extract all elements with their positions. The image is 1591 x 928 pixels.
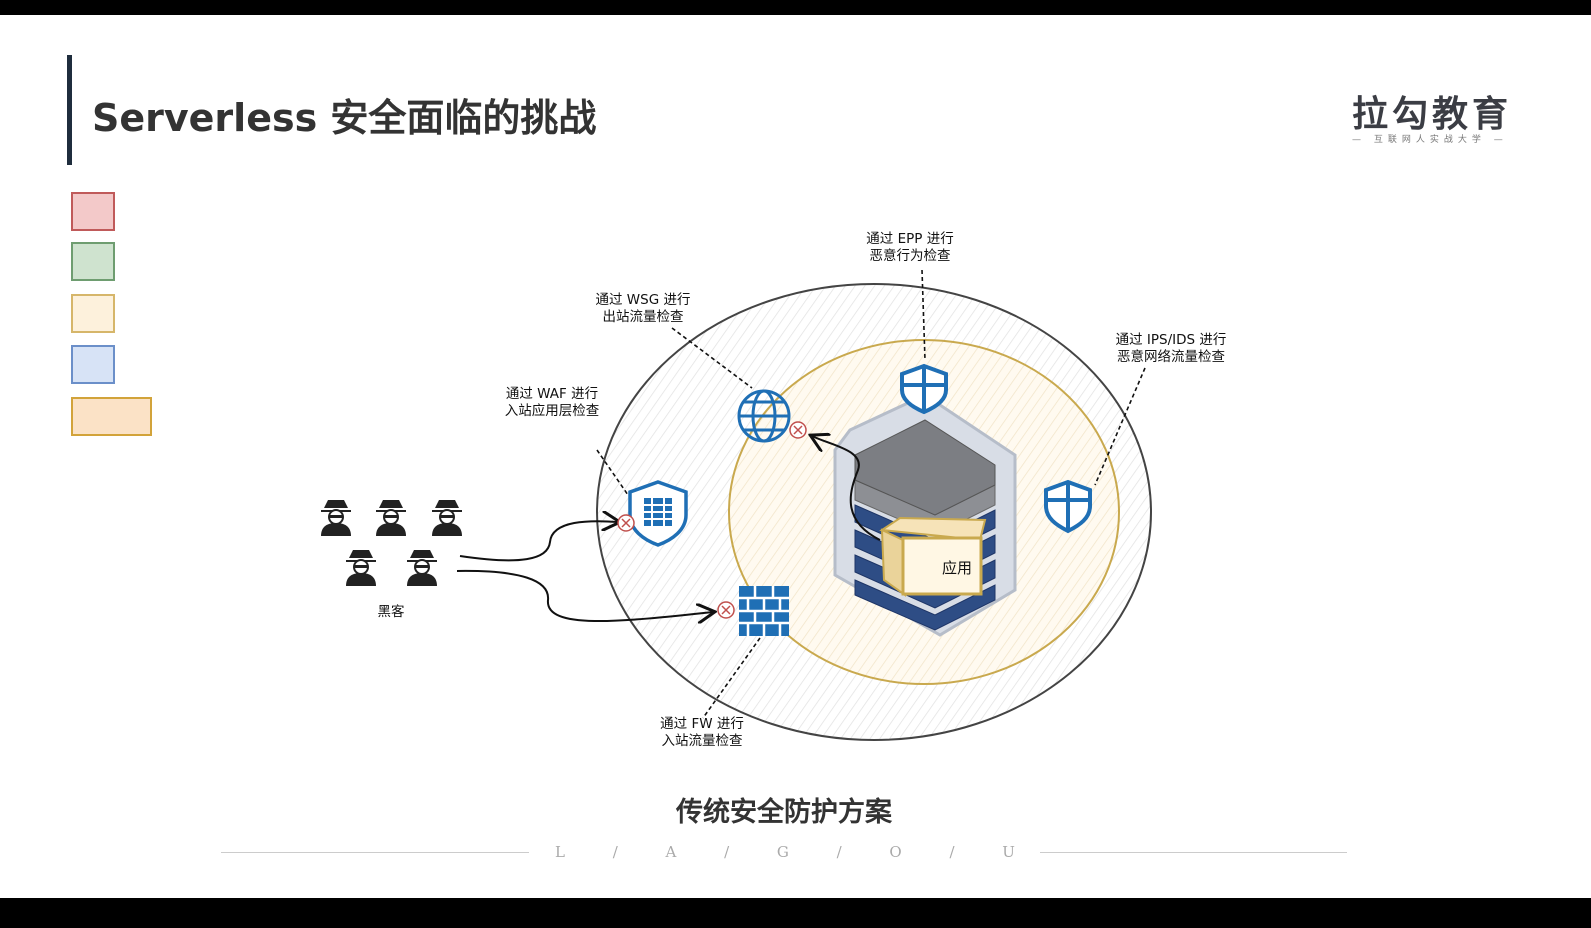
globe-icon: [737, 389, 791, 443]
legend-swatch-orange: [71, 397, 152, 436]
footer-letter: G: [776, 843, 789, 861]
app-label: 应用: [942, 559, 973, 577]
ips-label: 通过 IPS/IDS 进行恶意网络流量检查: [1115, 332, 1227, 365]
title-accent-bar: [67, 55, 72, 165]
page-title: Serverless 安全面临的挑战: [92, 96, 597, 140]
footer-letter: /: [836, 843, 842, 861]
app-box-icon: [879, 516, 987, 597]
hacker-icons: [321, 500, 462, 586]
footer-letter: /: [949, 843, 955, 861]
legend-swatch-red: [71, 192, 115, 231]
hacker-label: 黑客: [377, 604, 405, 620]
attack-arrow-fw: [456, 569, 713, 621]
ips-shield-icon: [1044, 479, 1092, 534]
epp-label: 通过 EPP 进行恶意行为检查: [866, 231, 954, 264]
firewall-brick-icon: [739, 586, 789, 636]
footer-letter: /: [724, 843, 730, 861]
waf-shield-icon: [628, 480, 688, 547]
footer-divider-right: [1040, 852, 1347, 853]
footer-letter: O: [889, 843, 902, 861]
fw-label: 通过 FW 进行入站流量检查: [660, 716, 744, 749]
footer: L / A / G / O / U: [0, 843, 1591, 863]
footer-letter: U: [1002, 843, 1015, 861]
blocked-x-icon: [617, 421, 807, 619]
footer-letter: /: [612, 843, 618, 861]
legend-swatch-green: [71, 242, 115, 281]
footer-letter: A: [665, 843, 677, 861]
waf-label: 通过 WAF 进行入站应用层检查: [504, 386, 600, 419]
label-leaders: [596, 269, 1146, 719]
footer-letter: L: [555, 843, 565, 861]
epp-shield-icon: [900, 363, 948, 415]
logo: 拉勾教育: [1352, 94, 1513, 135]
legend-swatch-yellow: [71, 294, 115, 333]
outbound-arrow: [812, 436, 881, 541]
attack-arrow-waf: [459, 521, 618, 562]
footer-brand-letters: L / A / G / O / U: [555, 843, 1015, 861]
wsg-label: 通过 WSG 进行出站流量检查: [595, 292, 691, 325]
slide: Serverless 安全面临的挑战 拉勾教育 — 互联网人实战大学 —: [0, 15, 1591, 898]
diagram-caption: 传统安全防护方案: [676, 797, 892, 828]
logo-tagline: — 互联网人实战大学 —: [1352, 135, 1508, 145]
legend-swatch-blue: [71, 345, 115, 384]
footer-divider-left: [221, 852, 529, 853]
